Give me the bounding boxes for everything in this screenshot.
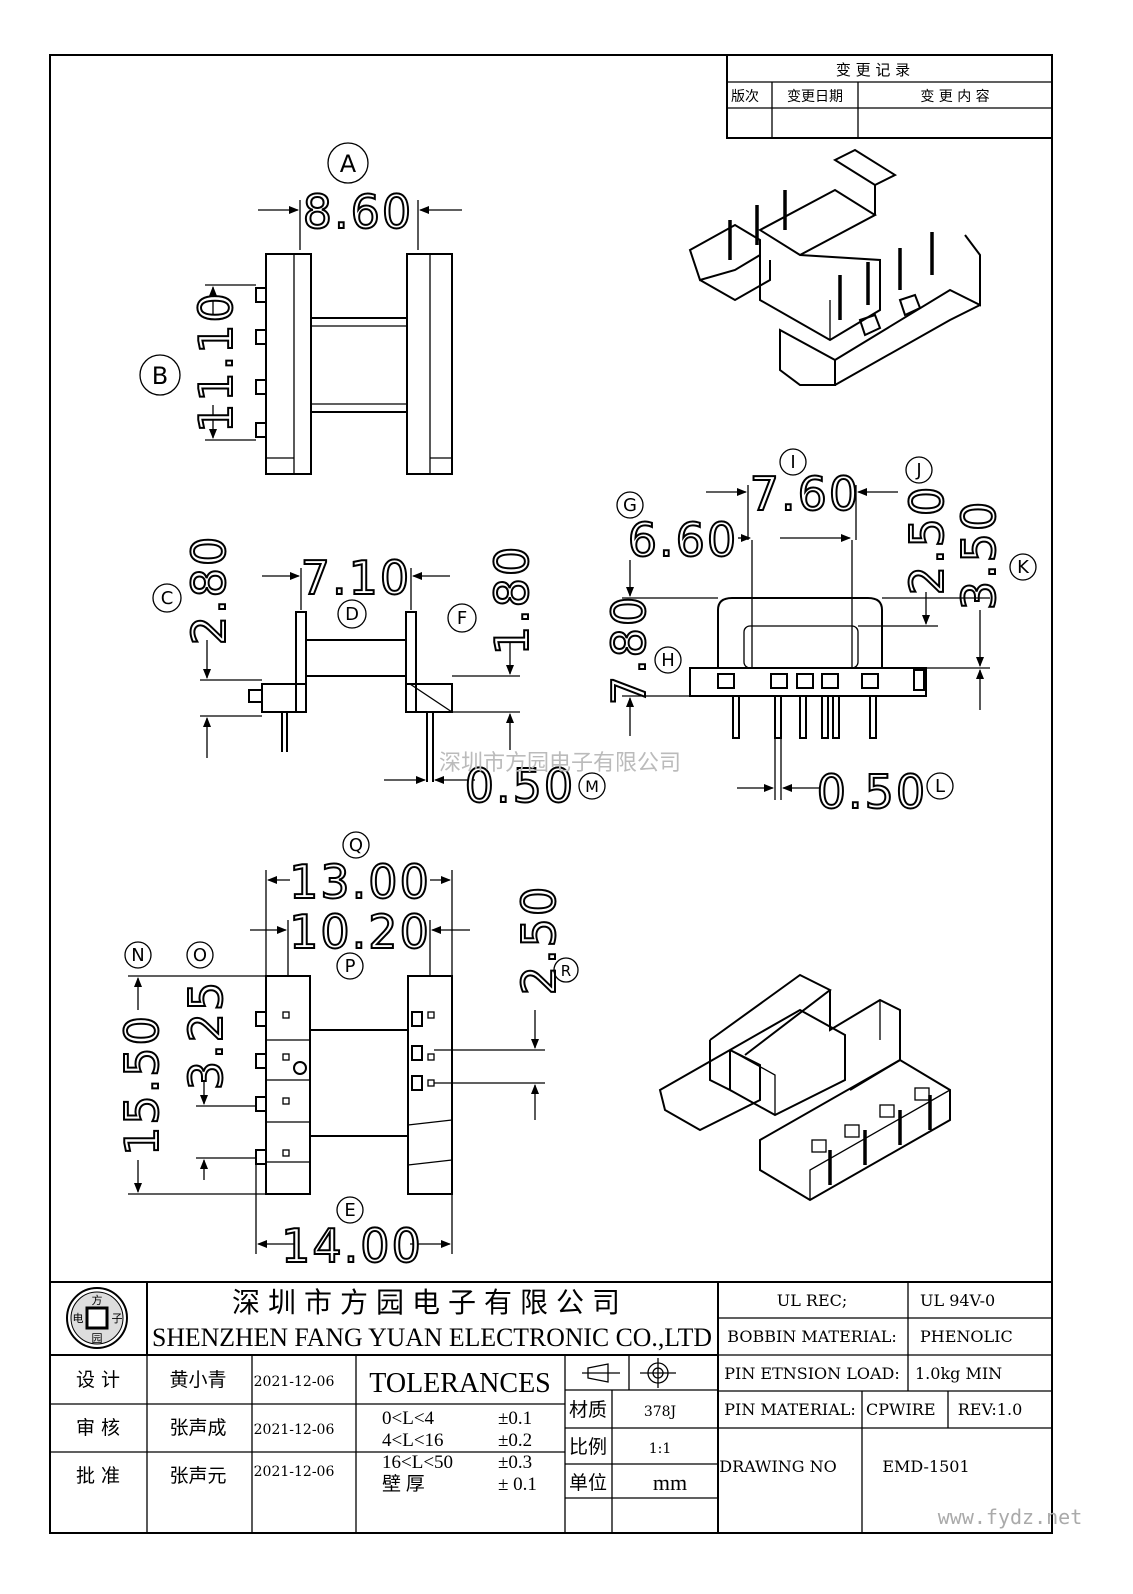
title-block: 方 电 子 园 深圳市方园电子有限公司 SHENZHEN FANG YUAN E…: [50, 1281, 1052, 1533]
design-label: 设 计: [76, 1369, 120, 1391]
approve-date: 2021-12-06: [254, 1464, 335, 1480]
tol-value-2: ±0.2: [498, 1430, 532, 1451]
label-P: P: [345, 956, 356, 977]
label-M: M: [585, 777, 599, 796]
isometric-view-pins: [688, 148, 981, 386]
dim-M: 0.50: [465, 759, 575, 813]
company-name-en: SHENZHEN FANG YUAN ELECTRONIC CO.,LTD: [152, 1323, 712, 1352]
pin-material-value: CPWIRE: [866, 1400, 936, 1419]
change-record-table: 变 更 记 录 版次 变更日期 变 更 内 容: [726, 54, 1053, 139]
label-Q: Q: [349, 835, 363, 856]
dim-C: 2.80: [182, 535, 236, 645]
dim-O: 3.25: [179, 980, 233, 1090]
drawing-border: [49, 54, 1053, 1534]
dim-L: 0.50: [817, 765, 927, 819]
material-value: 378J: [644, 1404, 676, 1420]
approve-label: 批 准: [76, 1465, 120, 1487]
company-name-cn: 深圳市方园电子有限公司: [232, 1286, 628, 1319]
label-K: K: [1017, 557, 1030, 578]
dim-B: 11.10: [189, 291, 243, 433]
label-I: I: [790, 452, 795, 473]
watermark-text: 深圳市方园电子有限公司: [439, 751, 681, 776]
dim-G: 6.60: [628, 513, 738, 567]
dim-I: 7.60: [750, 467, 860, 521]
dim-A: 8.60: [303, 185, 413, 239]
label-A: A: [340, 150, 357, 178]
dim-Q: 13.00: [289, 855, 431, 909]
logo-char-bottom: 园: [92, 1332, 103, 1345]
drawing-no-label: DRAWING NO: [719, 1457, 837, 1476]
watermark-url: www.fydz.net: [938, 1505, 1083, 1529]
bobbin-material-value: PHENOLIC: [920, 1327, 1013, 1346]
top-view: A 8.60 B 11.10: [139, 142, 462, 475]
dim-E: 14.00: [281, 1219, 423, 1273]
col-date: 变更日期: [787, 89, 843, 105]
dim-N: 15.50: [115, 1014, 169, 1156]
projection-symbol-icon: [582, 1358, 676, 1388]
scale-label: 比例: [569, 1436, 607, 1458]
label-G: G: [623, 495, 637, 516]
isometric-view-base: [658, 973, 951, 1202]
material-label: 材质: [569, 1399, 607, 1421]
drawing-no-value: EMD-1501: [882, 1457, 969, 1476]
col-content: 变 更 内 容: [920, 88, 989, 105]
label-D: D: [345, 604, 359, 625]
label-H: H: [661, 650, 675, 671]
label-L: L: [935, 776, 945, 797]
label-F: F: [457, 608, 467, 629]
review-date: 2021-12-06: [254, 1422, 335, 1438]
unit-label: 单位: [569, 1472, 607, 1494]
pin-load-value: 1.0kg MIN: [915, 1364, 1002, 1383]
dim-F: 1.80: [485, 545, 539, 655]
change-record-title: 变 更 记 录: [836, 61, 910, 79]
design-date: 2021-12-06: [254, 1374, 335, 1390]
ul-rec-value: UL 94V-0: [920, 1291, 995, 1310]
tol-value-1: ±0.1: [498, 1408, 532, 1429]
tol-range-2: 4<L<16: [382, 1430, 444, 1451]
unit-value: mm: [653, 1470, 687, 1495]
logo-char-right: 子: [112, 1312, 123, 1325]
label-J: J: [915, 460, 921, 481]
dim-H: 7.80: [602, 595, 656, 705]
tol-range-1: 0<L<4: [382, 1408, 435, 1429]
label-E: E: [344, 1200, 355, 1221]
ul-rec-label: UL REC;: [777, 1291, 848, 1310]
label-N: N: [131, 945, 144, 966]
company-logo: 方 电 子 园: [66, 1287, 128, 1349]
front-view: 7.60 I G 6.60 J 2.50 K 3.50 7.80 H: [601, 448, 1037, 820]
label-B: B: [152, 362, 168, 390]
pin-material-label: PIN MATERIAL:: [724, 1400, 856, 1419]
dim-R: 2.50: [512, 885, 566, 995]
side-view: 7.10 D C 2.80 F 1.80 0.50 M: [152, 534, 606, 814]
label-R: R: [561, 962, 571, 980]
dim-P: 10.20: [289, 905, 431, 959]
tol-value-4: ± 0.1: [498, 1474, 537, 1495]
pin-load-label: PIN ETNSION LOAD:: [724, 1364, 900, 1383]
scale-value: 1:1: [649, 1441, 672, 1457]
dim-J: 2.50: [900, 485, 954, 595]
approve-name: 张声元: [169, 1465, 226, 1487]
review-label: 审 核: [76, 1417, 120, 1439]
dim-K: 3.50: [952, 500, 1006, 610]
dim-D: 7.10: [301, 551, 411, 605]
tolerances-title: TOLERANCES: [369, 1368, 551, 1399]
logo-char-top: 方: [92, 1293, 103, 1307]
bobbin-material-label: BOBBIN MATERIAL:: [727, 1327, 896, 1346]
revision: REV:1.0: [958, 1400, 1023, 1419]
design-name: 黄小青: [169, 1369, 226, 1391]
col-version: 版次: [731, 89, 759, 105]
tol-value-3: ±0.3: [498, 1452, 532, 1473]
tol-range-3: 16<L<50: [382, 1452, 453, 1473]
bottom-view: 13.00 Q 10.20 P N 15.50 O 3.25 2.50 R: [114, 831, 579, 1274]
label-O: O: [193, 945, 207, 966]
tol-range-4: 壁 厚: [382, 1473, 425, 1495]
logo-char-left: 电: [73, 1312, 84, 1325]
review-name: 张声成: [169, 1417, 226, 1439]
label-C: C: [161, 588, 174, 609]
